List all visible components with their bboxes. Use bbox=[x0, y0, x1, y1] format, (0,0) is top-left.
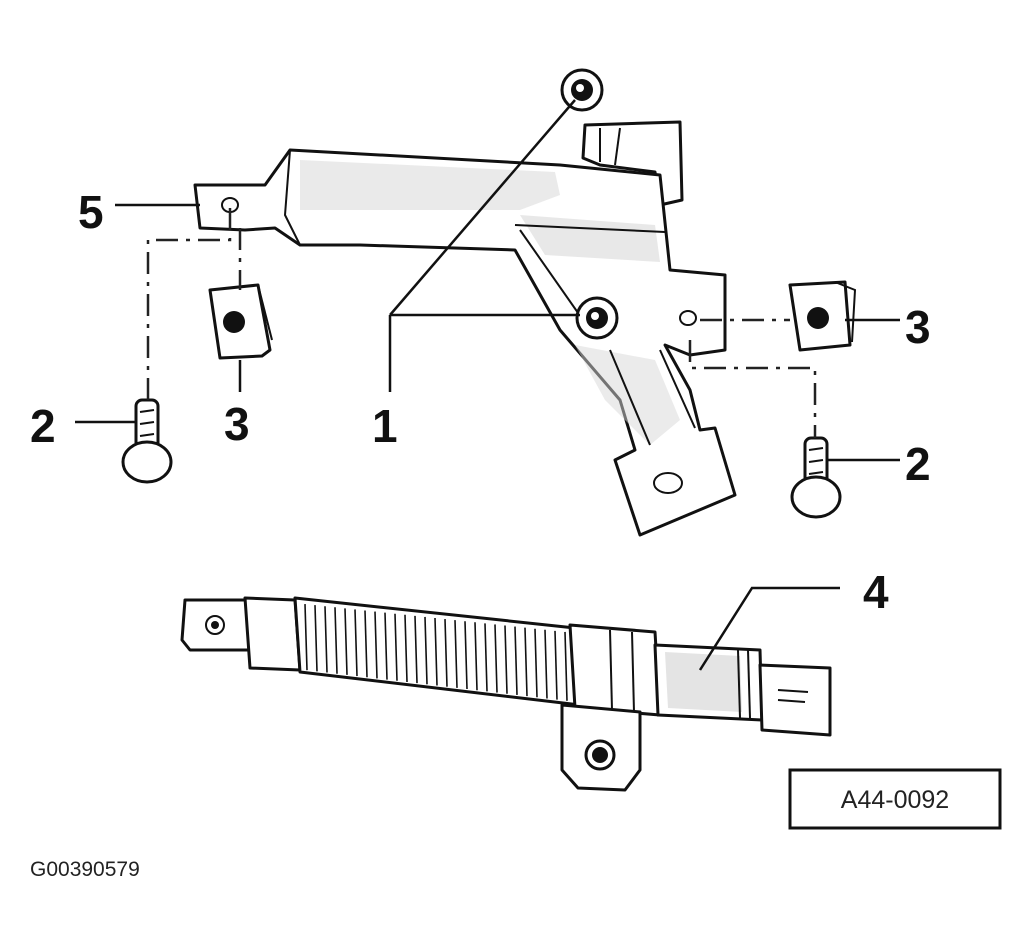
callout-2-right: 2 bbox=[905, 438, 931, 490]
callout-4: 4 bbox=[863, 566, 889, 618]
leader-lines bbox=[75, 99, 900, 671]
nut-center bbox=[575, 296, 619, 340]
image-id: G00390579 bbox=[30, 858, 140, 881]
reference-box: A44-0092 bbox=[788, 768, 1002, 830]
callout-5: 5 bbox=[78, 186, 104, 238]
lock-housing-assembly bbox=[180, 596, 832, 792]
clip-nut-left bbox=[208, 283, 273, 360]
clip-nut-right bbox=[788, 280, 857, 352]
bolt-right bbox=[790, 436, 842, 519]
mounting-bracket bbox=[193, 120, 737, 537]
callout-2-left: 2 bbox=[30, 400, 56, 452]
nut-top bbox=[560, 68, 604, 112]
callout-3-right: 3 bbox=[905, 301, 931, 353]
callout-3-left: 3 bbox=[224, 398, 250, 450]
bolt-left bbox=[121, 398, 173, 484]
callout-1: 1 bbox=[372, 400, 398, 452]
assembly-center-lines bbox=[146, 208, 817, 438]
reference-label: A44-0092 bbox=[841, 786, 949, 814]
